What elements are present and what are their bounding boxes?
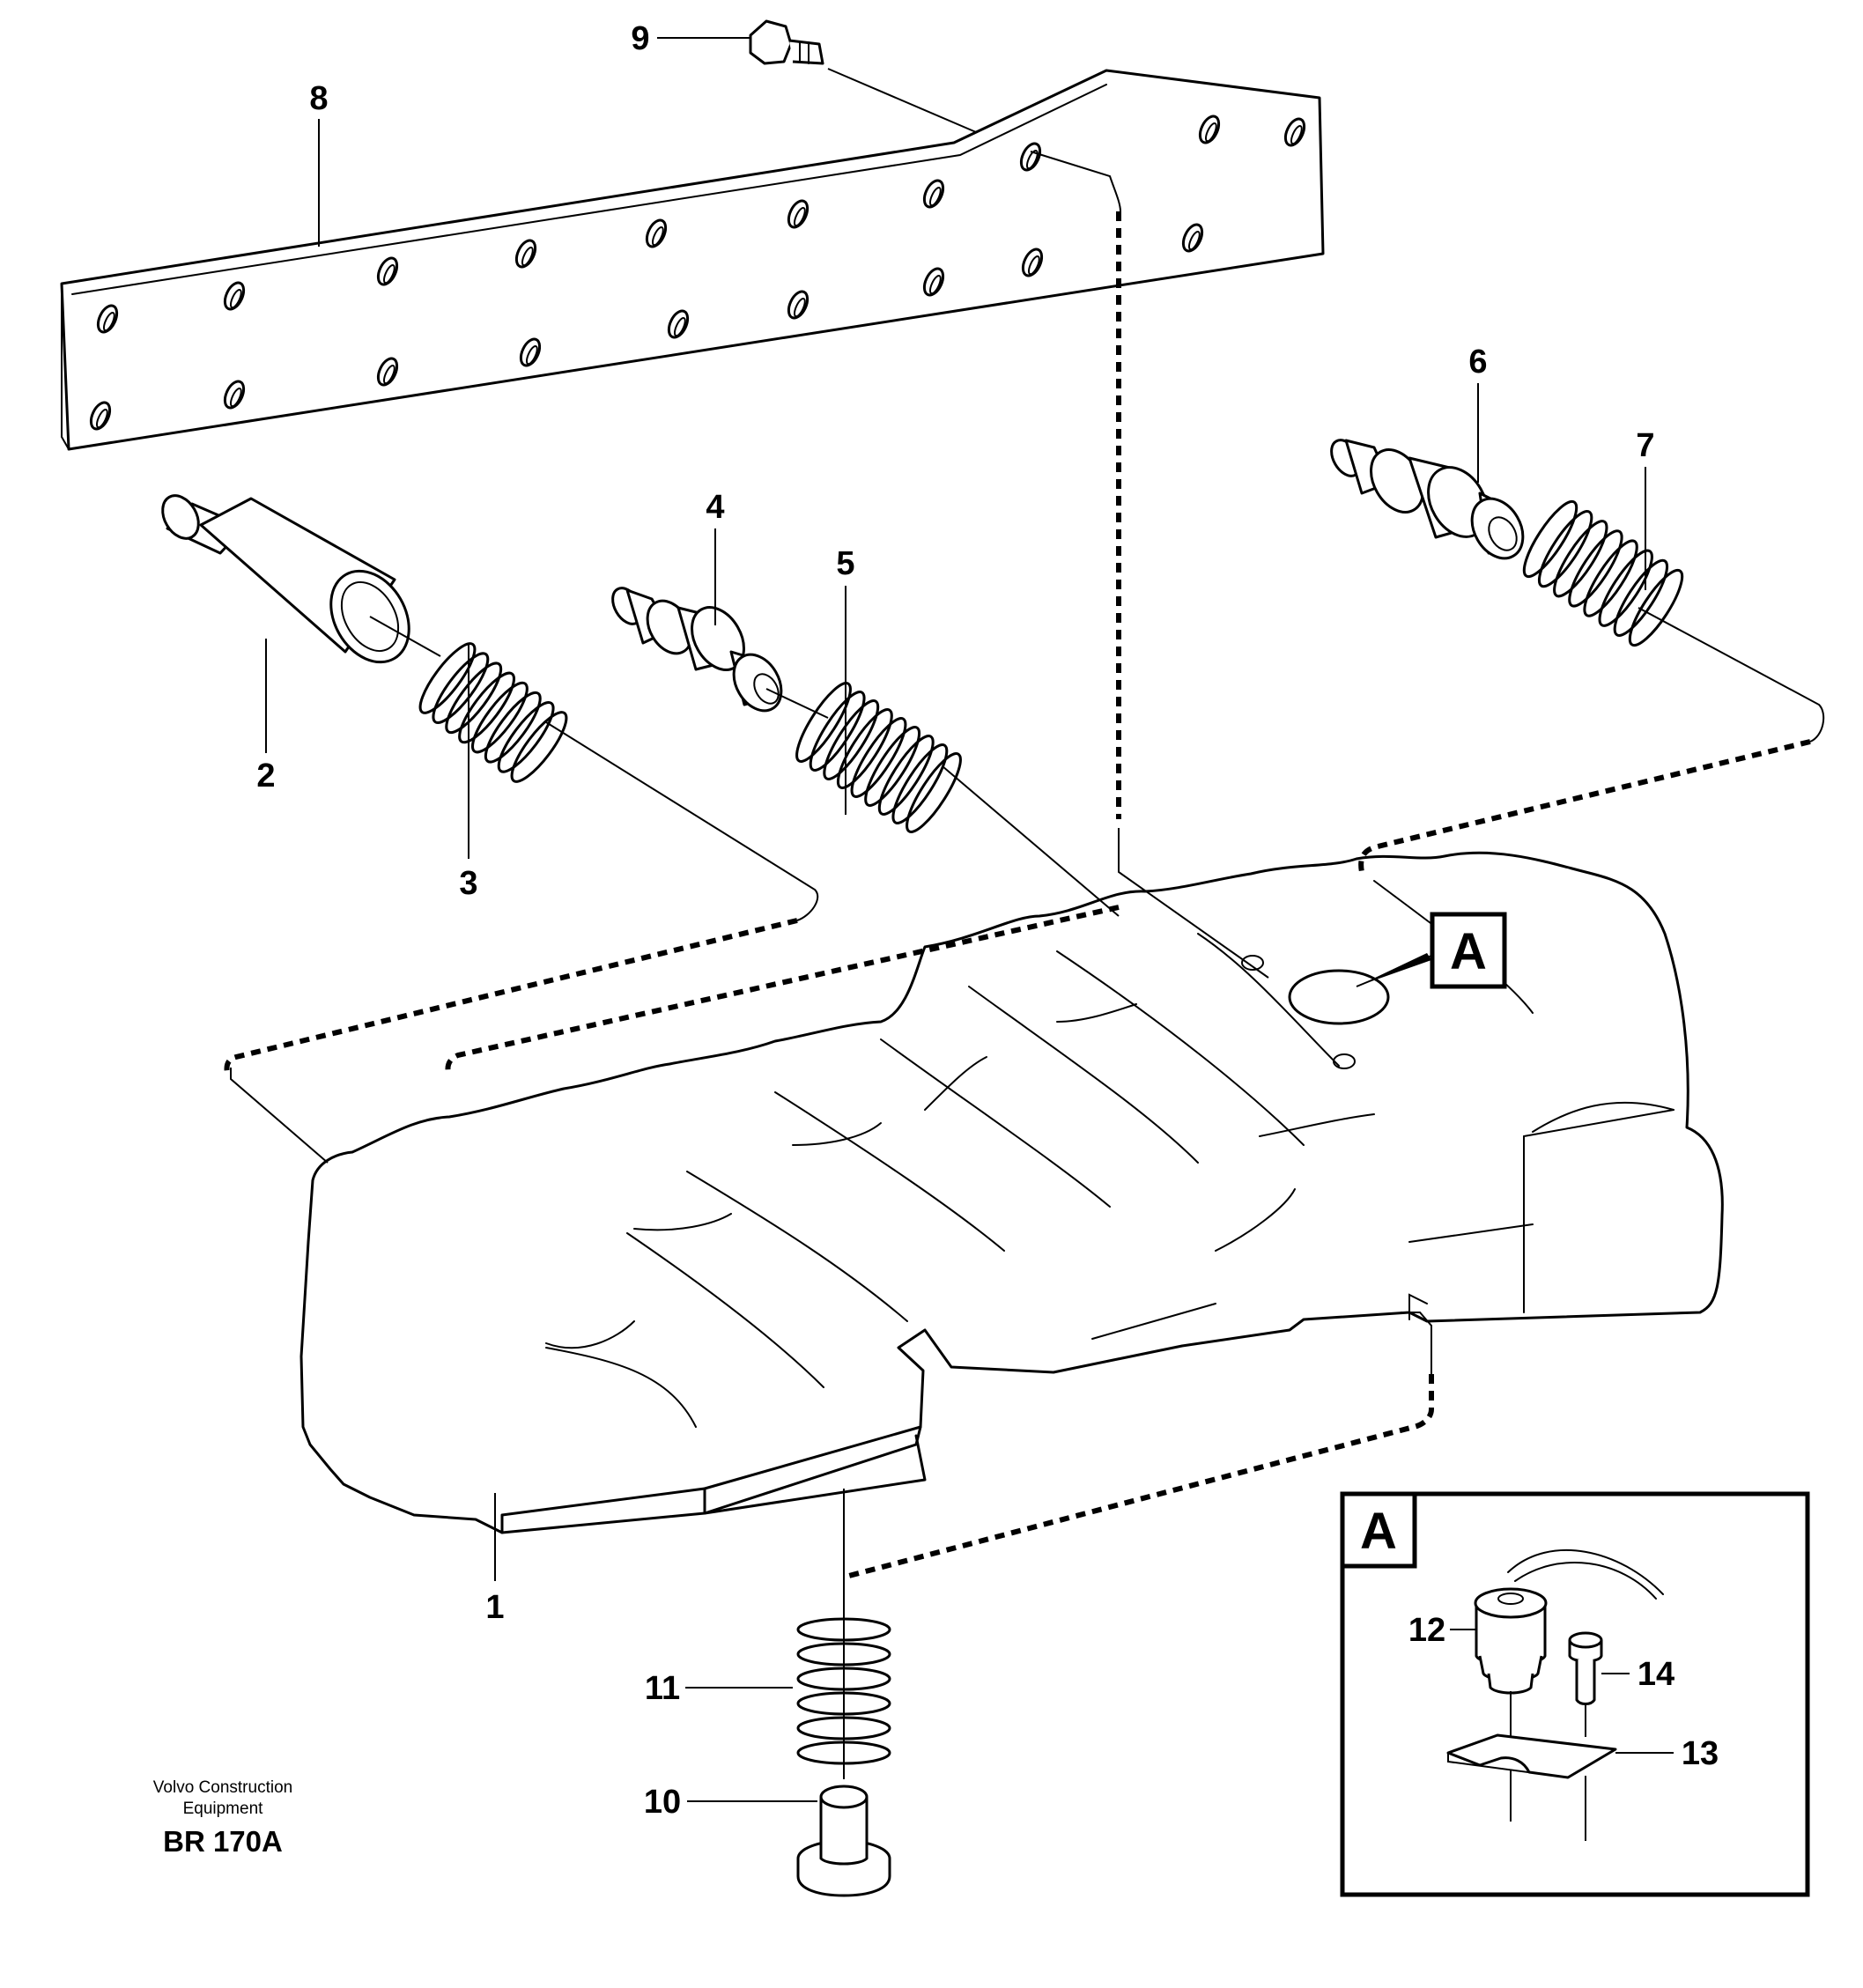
valve-plate-part (60, 69, 1325, 451)
bolt-hole-inner (1025, 149, 1039, 170)
detail-marker-label: A (1450, 923, 1487, 980)
spring-coil (510, 711, 568, 783)
callout-labels: 8 9 2 3 4 5 6 7 1 11 10 12 14 13 (256, 20, 1719, 1821)
inset-label: A (1360, 1503, 1397, 1560)
callout-13: 13 (1682, 1735, 1719, 1772)
spring-coil (823, 699, 880, 780)
spring-coil (445, 661, 503, 735)
bolt-hole-inner (1187, 230, 1201, 251)
plug-part-10 (796, 1785, 891, 1897)
callout-6: 6 (1468, 344, 1487, 381)
drawing-code: BR 170A (163, 1825, 283, 1858)
spring-coil (1537, 510, 1593, 588)
spring-coil (850, 717, 907, 798)
callout-5: 5 (836, 545, 854, 582)
dashed-assembly-paths (224, 211, 1811, 1579)
detail-inset-a: A (1340, 1491, 1810, 1897)
callout-10: 10 (644, 1784, 681, 1821)
spring-coil (1553, 520, 1608, 598)
callout-4: 4 (706, 489, 724, 526)
company-name-line1: Volvo Construction (153, 1778, 292, 1797)
spring-coil (877, 735, 935, 816)
callout-14: 14 (1638, 1656, 1674, 1693)
spring-coil (795, 682, 852, 763)
spring-coil (1598, 549, 1653, 627)
plate-bolt-holes (89, 115, 1306, 431)
bolt-hole-inner (651, 225, 664, 247)
spring-coil (864, 726, 921, 807)
spring-coil (1522, 499, 1578, 579)
plate-screw-part (749, 19, 977, 133)
spring-coil (484, 691, 542, 764)
spring-part-3 (418, 642, 568, 783)
spring-coil (836, 708, 893, 789)
bolt-hole-inner (229, 288, 242, 309)
bolt-hole-inner (525, 344, 538, 366)
bolt-hole-inner (793, 206, 806, 227)
spring-coil (906, 752, 962, 833)
valve-housing-part (299, 851, 1724, 1534)
spring-coil (1583, 539, 1638, 617)
spring-coil (809, 691, 866, 772)
callout-12: 12 (1408, 1612, 1445, 1649)
spring-coil (1613, 558, 1669, 637)
bolt-hole-inner (1290, 124, 1303, 145)
spring-coil (1628, 568, 1684, 647)
bolt-hole-inner (382, 263, 396, 285)
bolt-hole-inner (793, 297, 806, 318)
bolt-hole-inner (521, 246, 534, 267)
callout-8: 8 (309, 80, 328, 117)
callout-7: 7 (1636, 427, 1654, 464)
spring-coil (458, 671, 515, 744)
spring-coil (497, 701, 555, 773)
spring-coil (1568, 529, 1623, 608)
spring-coil (432, 652, 490, 724)
bolt-hole-inner (1204, 122, 1217, 143)
spring-part-5 (795, 682, 962, 833)
bolt-hole-inner (1027, 255, 1040, 276)
spring-part-7 (1522, 499, 1684, 647)
bolt-hole-inner (95, 408, 108, 429)
callout-2: 2 (256, 758, 275, 794)
bolt-hole-inner (382, 364, 396, 385)
callout-leaders (265, 37, 1646, 1802)
bolt-hole-inner (928, 186, 942, 207)
callout-11: 11 (645, 1670, 680, 1707)
spring-coil (418, 642, 477, 714)
assembly-path-lines (230, 151, 1825, 1779)
bolt-hole-inner (928, 274, 942, 295)
footer-block: Volvo Construction Equipment BR 170A (153, 1778, 292, 1858)
lock-plate-part-13 (1446, 1733, 1674, 1841)
spool-part-4 (611, 587, 829, 719)
spool-part-6 (1330, 439, 1525, 560)
detail-marker-a: A (1356, 912, 1507, 989)
callout-3: 3 (459, 865, 477, 902)
screw-part-14 (1568, 1631, 1630, 1737)
callout-9: 9 (631, 20, 649, 57)
bolt-hole-inner (229, 387, 242, 408)
bolt-hole-inner (673, 316, 686, 337)
bolt-hole-inner (102, 311, 115, 332)
company-name-line2: Equipment (183, 1800, 264, 1818)
callout-1: 1 (485, 1589, 504, 1626)
sensor-part-12 (1474, 1548, 1664, 1737)
spring-coil (471, 681, 529, 754)
sleeve-part-2 (161, 494, 441, 664)
spring-coil (891, 743, 949, 824)
